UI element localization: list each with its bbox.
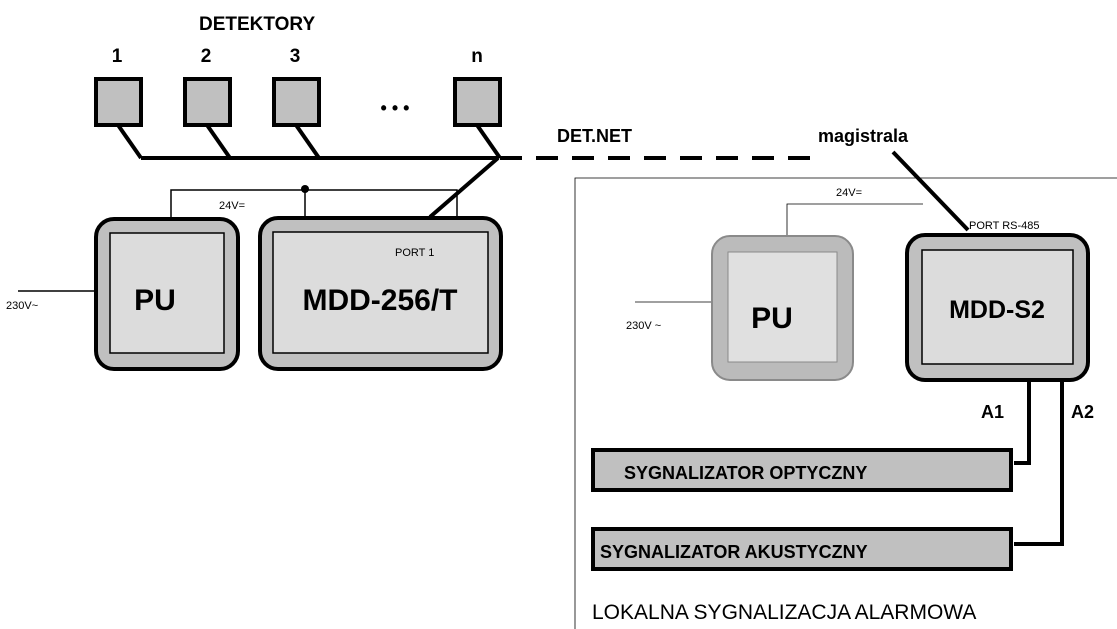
acoustic-signaller <box>591 527 1013 571</box>
mdd-256t-port-label: PORT 1 <box>395 247 434 259</box>
right-power-unit-panel <box>727 251 838 363</box>
detector-2 <box>183 77 232 127</box>
right-power-unit-label: PU <box>751 302 793 335</box>
optical-signaller-label: SYGNALIZATOR OPTYCZNY <box>624 463 867 483</box>
det-net-bus <box>116 123 502 219</box>
detector-3 <box>272 77 321 127</box>
acoustic-signaller-label: SYGNALIZATOR AKUSTYCZNY <box>600 542 868 562</box>
local-alarm-panel-caption: LOKALNA SYGNALIZACJA ALARMOWA <box>592 601 976 624</box>
output-a1-label: A1 <box>981 402 1004 422</box>
right-24v-wiring <box>786 203 923 236</box>
detector-number-n: n <box>471 46 483 67</box>
mdd-s2-panel <box>921 249 1074 365</box>
left-power-unit-panel <box>109 232 225 354</box>
output-a2-label: A2 <box>1071 402 1094 422</box>
left-power-unit-label: PU <box>134 284 176 317</box>
detector-n <box>453 77 502 127</box>
detector-1 <box>94 77 143 127</box>
left-24v-junction <box>301 185 309 193</box>
left-mains-label: 230V~ <box>6 300 38 312</box>
magistrala-line <box>891 150 970 232</box>
right-mains-label: 230V ~ <box>626 320 661 332</box>
magistrala-label: magistrala <box>818 126 909 146</box>
output-a2-wire <box>1014 380 1064 546</box>
detector-number-1: 1 <box>112 46 123 67</box>
left-24v-wiring <box>170 189 458 219</box>
detector-number-2: 2 <box>201 46 212 67</box>
optical-signaller <box>591 448 1013 492</box>
output-a1-wire <box>1014 380 1031 465</box>
left-24v-label: 24V= <box>219 200 245 212</box>
det-net-label: DET.NET <box>557 126 632 146</box>
mdd-s2-label: MDD-S2 <box>949 296 1045 324</box>
local-alarm-panel-frame <box>574 177 1117 629</box>
mdd-256t-panel <box>272 231 489 354</box>
mdd-256t-label: MDD-256/T <box>302 284 457 317</box>
detectors-title: DETEKTORY <box>199 14 315 35</box>
right-24v-label: 24V= <box>836 187 862 199</box>
mdd-s2-port-label: PORT RS-485 <box>969 220 1040 232</box>
detector-number-3: 3 <box>290 46 301 67</box>
detector-ellipsis: • • • <box>381 98 410 118</box>
